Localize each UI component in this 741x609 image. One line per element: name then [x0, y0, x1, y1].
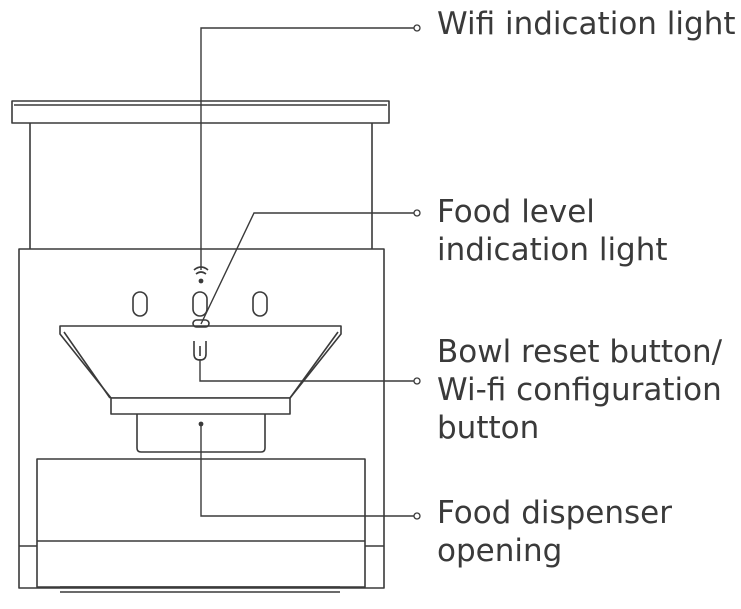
callout-bowl-reset-button: Bowl reset button/ Wi-fi configuration b… — [437, 333, 722, 447]
callout-wifi-indication-light: Wifi indication light — [437, 5, 736, 43]
leader-dispenser — [198, 421, 421, 520]
leader-bowl-reset — [199, 359, 421, 385]
food-hopper — [29, 123, 373, 249]
callout-line: Food level — [437, 194, 595, 230]
callout-line: Wifi indication light — [437, 6, 736, 42]
callout-line: indication light — [437, 232, 668, 268]
callout-line: Bowl reset button/ — [437, 334, 723, 370]
leader-food-level — [200, 209, 421, 325]
feeder-body — [18, 248, 385, 589]
callout-food-dispenser-opening: Food dispenser opening — [437, 494, 672, 570]
callout-line: opening — [437, 533, 563, 569]
callout-line: Wi-fi configuration — [437, 372, 722, 408]
callout-line: Food dispenser — [437, 495, 672, 531]
front-panel — [132, 291, 268, 317]
reset-button-icon — [193, 341, 207, 361]
feeder-base — [19, 458, 384, 593]
leader-wifi — [200, 24, 421, 270]
callout-food-level-indication-light: Food level indication light — [437, 193, 668, 269]
callout-line: button — [437, 410, 540, 446]
bowl-tray — [110, 397, 291, 415]
